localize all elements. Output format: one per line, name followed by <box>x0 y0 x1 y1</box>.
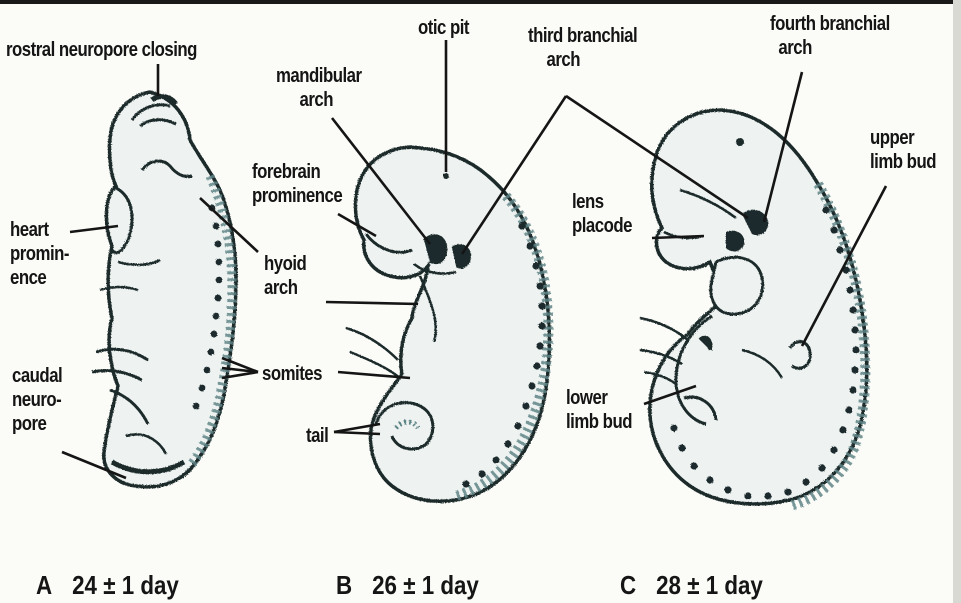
caption-c-letter: C <box>620 570 656 600</box>
frame-top-border <box>0 0 961 4</box>
label-upper-limb-bud: upper limb bud <box>870 126 936 174</box>
label-forebrain-prominence: forebrain prominence <box>252 160 342 208</box>
caption-a-letter: A <box>36 570 72 600</box>
embryo-a-body <box>104 92 236 487</box>
label-lens-placode: lens placode <box>572 190 632 238</box>
label-somites: somites <box>262 362 322 386</box>
label-rostral-neuropore: rostral neuropore closing <box>6 38 197 62</box>
label-hyoid-arch: hyoid arch <box>264 252 306 300</box>
label-mandibular-arch: mandibular arch <box>276 64 362 112</box>
caption-a-age: 24 ± 1 day <box>72 570 179 600</box>
frame-right-border <box>953 0 961 603</box>
leader-hyoid <box>326 302 418 304</box>
embryo-a <box>92 92 236 487</box>
label-fourth-branchial-arch: fourth branchial arch <box>770 12 890 60</box>
caption-b-age: 26 ± 1 day <box>372 570 479 600</box>
embryo-b <box>346 147 549 501</box>
label-otic-pit: otic pit <box>418 16 469 40</box>
embryo-b-body <box>355 147 549 501</box>
label-heart-prominence: heart promin- ence <box>10 218 69 290</box>
label-tail: tail <box>306 424 328 448</box>
caption-b-letter: B <box>336 570 372 600</box>
label-third-branchial-arch: third branchial arch <box>528 24 637 72</box>
label-lower-limb-bud: lower limb bud <box>566 386 632 434</box>
label-caudal-neuropore: caudal neuro- pore <box>12 364 62 436</box>
caption-c-age: 28 ± 1 day <box>656 570 763 600</box>
